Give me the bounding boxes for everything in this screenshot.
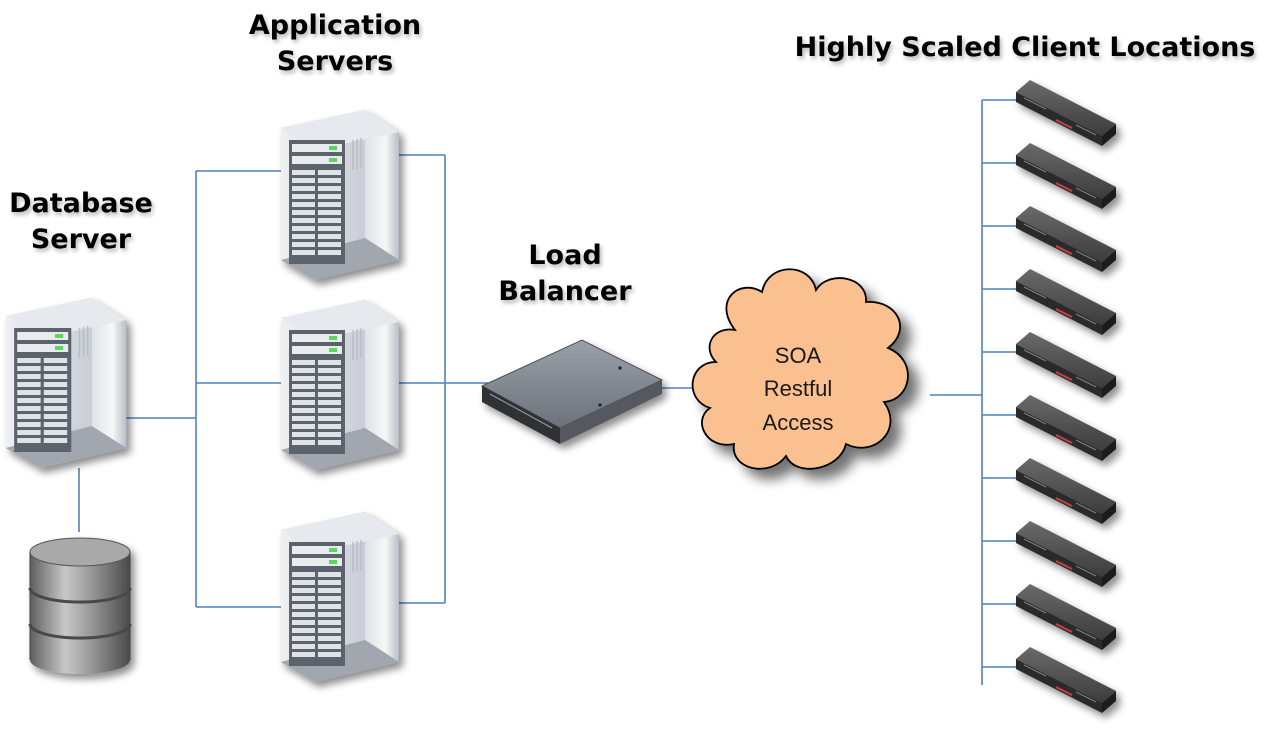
database-server-label-line-2: Server	[30, 224, 132, 255]
client-device-icon	[1015, 268, 1117, 336]
application-servers-label-line-1: Application	[248, 10, 422, 41]
client-device-icon	[1015, 394, 1117, 462]
app-server-1-icon	[280, 109, 400, 281]
load-balancer-label-line-1: Load	[528, 240, 602, 271]
client-device-icon	[1015, 331, 1117, 399]
client-locations-label: Highly Scaled Client Locations	[794, 32, 1256, 63]
cloud-label-line-2: Restful	[764, 376, 832, 401]
soa-cloud-icon	[691, 268, 909, 470]
load-balancer-label: Load Balancer	[480, 238, 650, 310]
cloud-label-line-1: SOA	[775, 343, 822, 368]
cloud-label-line-3: Access	[763, 410, 834, 435]
database-server-label: Database Server	[0, 186, 162, 258]
connector-lines	[78, 99, 1018, 685]
database-server-icon	[5, 297, 128, 469]
client-device-icon	[1015, 646, 1117, 714]
client-device-icon	[1015, 457, 1117, 525]
client-links	[982, 99, 1018, 668]
database-server-label-line-1: Database	[9, 188, 153, 219]
load-balancer-label-line-2: Balancer	[498, 276, 632, 307]
application-servers-label-line-2: Servers	[276, 46, 394, 77]
client-device-icon	[1015, 520, 1117, 588]
client-device-icon	[1015, 79, 1117, 147]
client-device-icon	[1015, 142, 1117, 210]
app-server-2-icon	[280, 299, 400, 471]
app-server-3-icon	[280, 511, 400, 683]
application-servers-label: Application Servers	[230, 8, 440, 80]
client-device-icon	[1015, 583, 1117, 651]
client-devices	[1015, 79, 1117, 714]
client-device-icon	[1015, 205, 1117, 273]
load-balancer-icon	[480, 339, 664, 444]
database-icon	[28, 537, 132, 674]
